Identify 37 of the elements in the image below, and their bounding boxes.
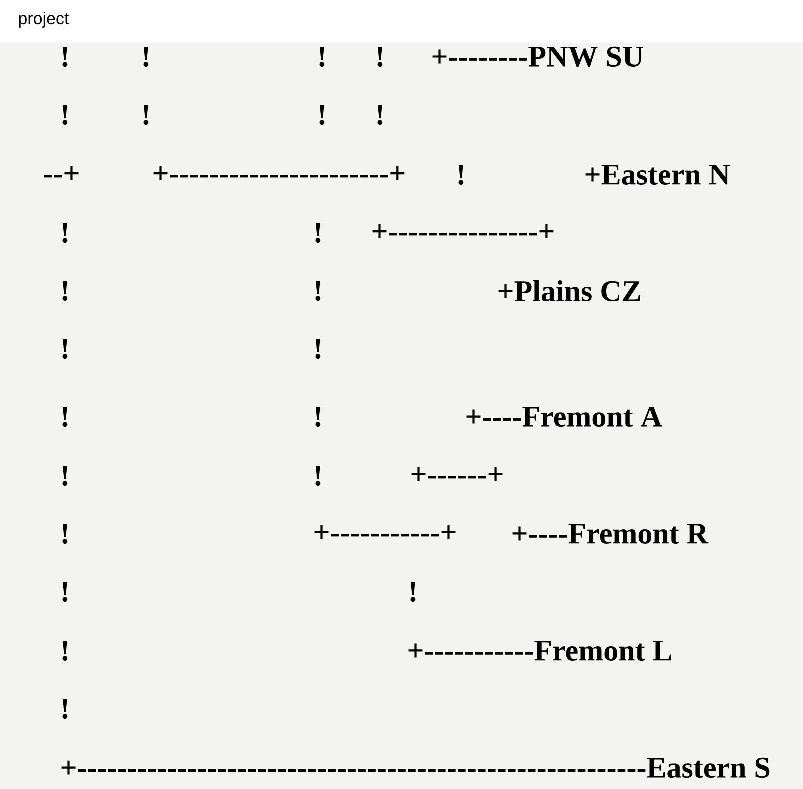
tree-text: !: [62, 640, 68, 662]
tree-text: !: [378, 104, 383, 126]
tree-text: !: [144, 46, 149, 68]
tree-text: +------+: [412, 468, 503, 482]
tree-text: +-----------+: [314, 526, 456, 540]
tree-text: +--------PNW SU: [432, 46, 644, 68]
tree-text: !: [316, 280, 321, 302]
tree-text: !: [378, 46, 383, 68]
tree-text: !: [320, 46, 325, 68]
tree-text: !: [316, 406, 321, 428]
tree-text: !: [62, 280, 68, 302]
tree-text: +----Fremont R: [512, 524, 709, 544]
tree-text: +---------------------------------------------------------Eastern S: [62, 758, 770, 778]
tree-text: !: [62, 698, 68, 720]
tree-text: !: [316, 466, 321, 486]
tree-text: !: [62, 222, 68, 244]
tree-text: !: [62, 582, 68, 602]
tree-text: !: [320, 104, 325, 126]
tree-text: !: [62, 338, 68, 360]
tree-text: +----Fremont A: [466, 406, 662, 428]
tree-text: !: [144, 104, 149, 126]
tree-text: +----------------------+: [154, 166, 405, 180]
tree-text: !: [62, 406, 68, 428]
tree-text: !: [410, 582, 416, 602]
tree-text: !: [62, 524, 68, 544]
tree-text: !: [62, 466, 68, 486]
tree-text: !: [316, 338, 321, 360]
tree-text: +Eastern N: [586, 165, 730, 185]
heading: project: [19, 12, 70, 28]
tree-text: !: [458, 164, 464, 186]
tree-text: +Plains CZ: [498, 280, 640, 302]
tree-text: !: [316, 222, 321, 244]
tree-text: !: [62, 46, 68, 68]
tree-text: +-----------Fremont L: [408, 641, 672, 661]
tree-text: !: [62, 104, 68, 126]
tree-text: --+: [44, 166, 79, 180]
tree-text: +---------------+: [372, 224, 554, 238]
